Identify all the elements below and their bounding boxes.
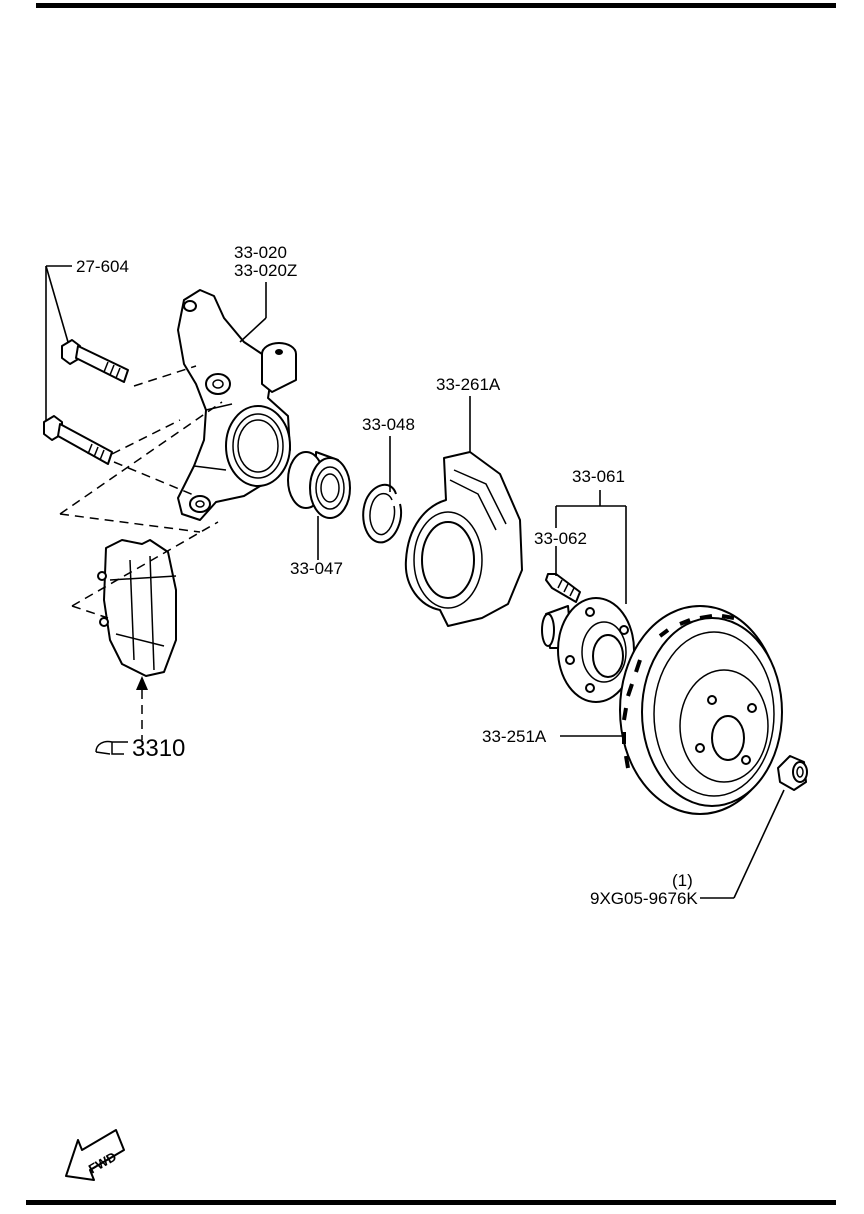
bolt-lower[interactable] <box>43 415 113 465</box>
fwd-arrow-icon: FWD <box>65 1129 125 1181</box>
label-33-047: 33-047 <box>290 559 343 578</box>
reference-3310[interactable]: 3310 <box>132 735 185 762</box>
hub-bolt[interactable] <box>545 573 581 603</box>
brake-disc[interactable] <box>619 605 783 815</box>
label-33-048: 33-048 <box>362 415 415 434</box>
snap-ring[interactable] <box>362 484 402 544</box>
label-33-062: 33-062 <box>534 529 587 548</box>
label-nut-quantity: (1) <box>672 871 693 890</box>
label-33-261a: 33-261A <box>436 375 501 394</box>
brake-caliper[interactable] <box>97 539 177 677</box>
dust-shield[interactable] <box>404 451 523 627</box>
wheel-nut[interactable] <box>777 755 808 791</box>
top-border <box>36 3 836 8</box>
label-27-604: 27-604 <box>76 257 129 276</box>
label-33-020z: 33-020Z <box>234 261 297 280</box>
label-9xg05-9676k: 9XG05-9676K <box>590 889 698 908</box>
caliper-arrow <box>136 676 148 690</box>
leader-lines <box>45 265 785 899</box>
label-33-251a: 33-251A <box>482 727 547 746</box>
bolt-upper[interactable] <box>61 339 129 383</box>
label-33-020: 33-020 <box>234 243 287 262</box>
steering-knuckle[interactable] <box>177 289 297 521</box>
dashed-guide-lines <box>59 365 223 740</box>
wheel-bearing[interactable] <box>287 451 351 519</box>
pointing-hand-icon <box>95 740 128 755</box>
bottom-border <box>26 1200 836 1205</box>
wheel-hub[interactable] <box>541 597 635 703</box>
label-33-061: 33-061 <box>572 467 625 486</box>
